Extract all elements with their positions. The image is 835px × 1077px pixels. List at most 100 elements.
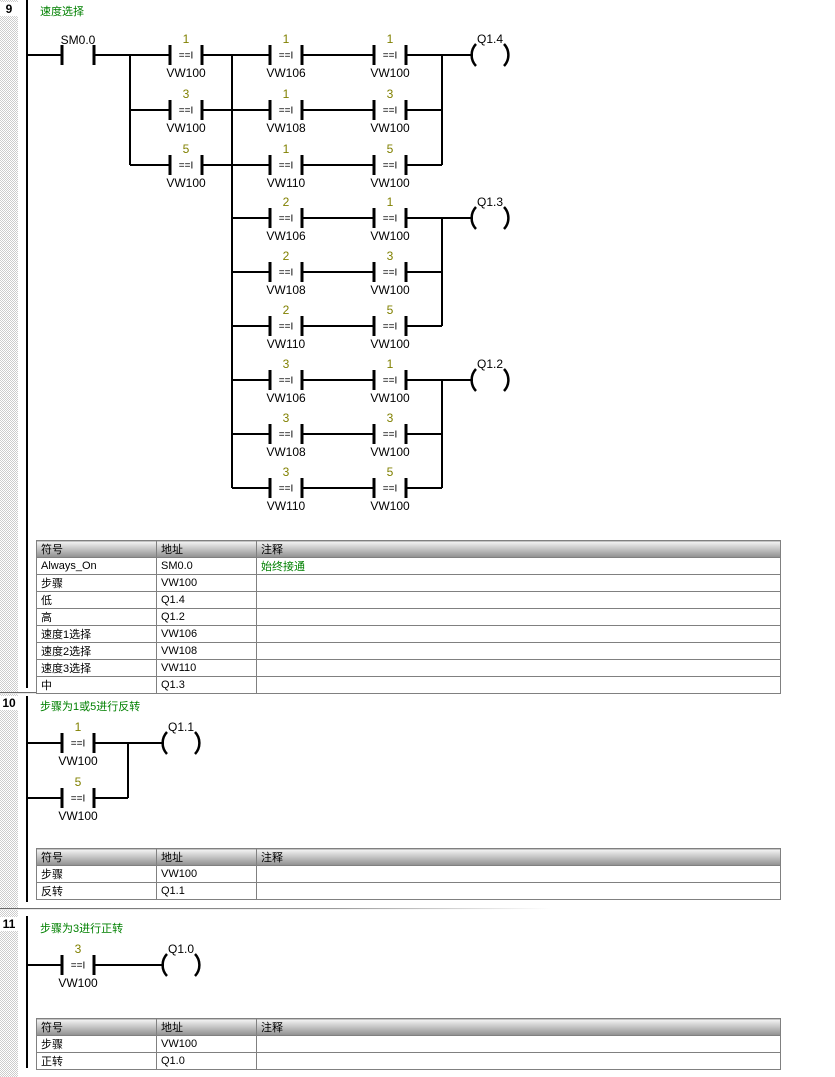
compare-value: 2: [283, 249, 290, 263]
symbol-cell: 中: [36, 676, 157, 694]
compare-op-label: ==I: [383, 268, 397, 279]
compare-op-label: ==I: [279, 214, 293, 225]
address-cell: SM0.0: [156, 557, 257, 575]
address-cell: Q1.2: [156, 608, 257, 626]
compare-op-label: ==I: [383, 484, 397, 495]
compare-operand: VW100: [370, 391, 410, 405]
ladder-diagram[interactable]: SM0.0==I1VW100==I3VW100==I5VW100==I1VW10…: [18, 0, 835, 692]
coil-paren-right: [194, 953, 201, 977]
compare-value: 5: [387, 142, 394, 156]
output-coil[interactable]: Q1.4: [470, 32, 510, 67]
compare-operand: VW100: [58, 809, 98, 823]
compare-op-label: ==I: [179, 106, 193, 117]
address-cell: VW110: [156, 659, 257, 677]
symbol-cell: 高: [36, 608, 157, 626]
compare-op-label: ==I: [279, 268, 293, 279]
power-rail: [26, 0, 28, 688]
compare-operand: VW100: [166, 66, 206, 80]
comment-cell: [256, 642, 781, 660]
no-contact[interactable]: SM0.0: [60, 33, 96, 65]
address-cell: VW100: [156, 574, 257, 592]
address-column-header: 地址: [156, 1018, 257, 1036]
compare-op-label: ==I: [71, 961, 85, 972]
compare-operand: VW106: [266, 391, 306, 405]
coil-paren-left: [470, 368, 477, 392]
compare-value: 2: [283, 303, 290, 317]
output-coil[interactable]: Q1.3: [470, 195, 510, 230]
coil-paren-right: [503, 43, 510, 67]
compare-operand: VW100: [370, 445, 410, 459]
compare-value: 1: [387, 195, 394, 209]
coil-paren-left: [161, 953, 168, 977]
comment-cell: [256, 659, 781, 677]
address-cell: VW100: [156, 865, 257, 883]
network-gutter: [0, 692, 18, 908]
address-cell: Q1.1: [156, 882, 257, 900]
compare-value: 2: [283, 195, 290, 209]
compare-op-label: ==I: [383, 161, 397, 172]
compare-value: 1: [283, 142, 290, 156]
symbol-cell: 速度1选择: [36, 625, 157, 643]
address-cell: Q1.3: [156, 676, 257, 694]
network-title: 步骤为1或5进行反转: [40, 701, 141, 713]
coil-address: Q1.2: [477, 357, 503, 371]
address-cell: VW106: [156, 625, 257, 643]
output-coil[interactable]: Q1.0: [161, 942, 201, 977]
compare-value: 5: [183, 142, 190, 156]
network-title: 步骤为3进行正转: [40, 923, 124, 935]
compare-operand: VW100: [370, 337, 410, 351]
compare-operand: VW110: [267, 337, 306, 351]
comment-cell: 始终接通: [256, 557, 781, 575]
compare-op-label: ==I: [279, 322, 293, 333]
symbol-cell: 反转: [36, 882, 157, 900]
output-coil[interactable]: Q1.2: [470, 357, 510, 392]
compare-operand: VW100: [370, 176, 410, 190]
output-coil[interactable]: Q1.1: [161, 720, 201, 755]
address-cell: Q1.0: [156, 1052, 257, 1070]
compare-operand: VW100: [166, 176, 206, 190]
comment-cell: [256, 574, 781, 592]
